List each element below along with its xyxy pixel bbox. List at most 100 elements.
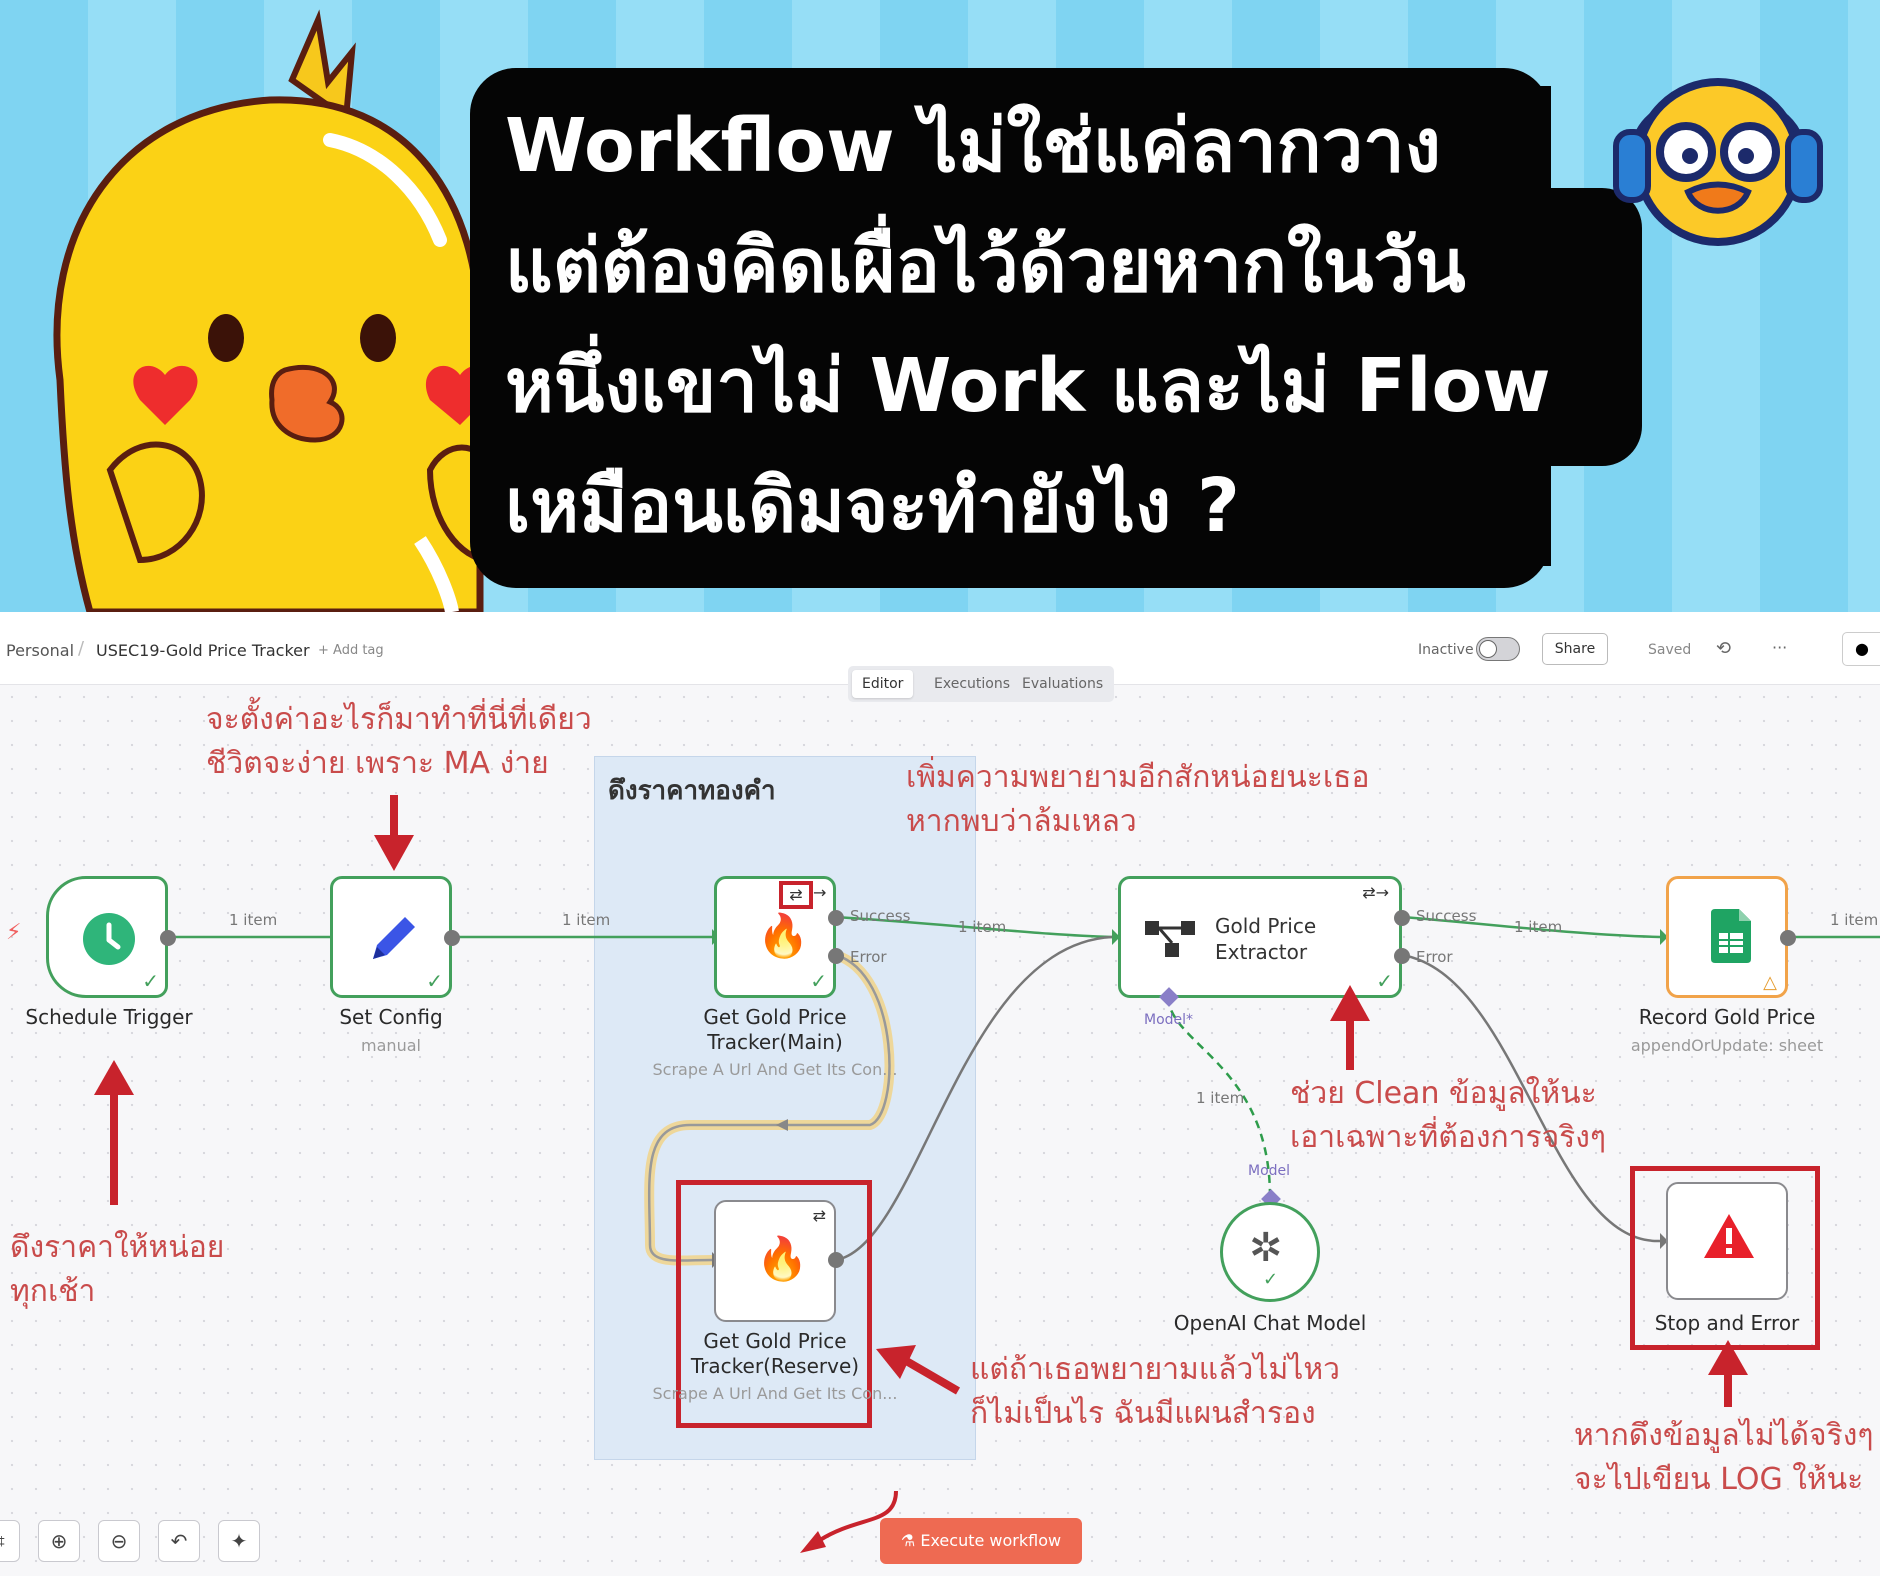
pencil-icon [373, 917, 415, 959]
annotation-line: ทุกเช้า [10, 1274, 96, 1309]
warning-icon: △ [1763, 972, 1777, 993]
connection-extractor-stop [1401, 953, 1661, 1243]
breadcrumb-separator: / [78, 638, 85, 659]
tidy-up-button[interactable]: ✦ [218, 1520, 260, 1562]
node-openai-chat-model[interactable]: ✲ ✓ [1220, 1202, 1320, 1302]
node-label: Stop and Error [1654, 1311, 1800, 1335]
execute-workflow-label: Execute workflow [920, 1531, 1062, 1550]
tab-executions[interactable]: Executions [934, 676, 1010, 692]
output-handle-success[interactable] [828, 910, 844, 926]
add-tag-button[interactable]: + Add tag [318, 643, 384, 658]
node-label: Tracker(Reserve) [690, 1354, 860, 1378]
node-label: Set Config [339, 1005, 443, 1029]
node-title: Gold Price Extractor [1215, 913, 1316, 965]
connection-model [1166, 996, 1272, 1198]
node-label: OpenAI Chat Model [1173, 1311, 1367, 1335]
edge-label-success: Success [1416, 907, 1477, 925]
node-subtitle: Scrape A Url And Get Its Con... [652, 1060, 898, 1079]
tab-editor[interactable]: Editor [852, 670, 914, 698]
annotation-line: ช่วย Clean ข้อมูลให้นะ [1290, 1076, 1597, 1111]
banner: Workflow ไม่ใช่แค่ลากวาง แต่ต้องคิดเผื่อ… [0, 0, 1880, 612]
edge-label-error: Error [850, 948, 887, 966]
active-toggle[interactable] [1476, 637, 1520, 661]
edge-label-items: 1 item [229, 911, 278, 929]
annotation-line: แต่ถ้าเธอพยายามแล้วไม่ไหว [970, 1352, 1340, 1387]
edge-label-items: 1 item [1196, 1089, 1245, 1107]
fit-view-button[interactable]: ⌗ [0, 1520, 20, 1562]
firecrawl-icon: 🔥 [756, 1234, 809, 1283]
retry-icon: ⇄ [779, 881, 813, 909]
connection-extractor-record [1401, 915, 1661, 939]
node-subtitle: manual [361, 1036, 421, 1055]
node-stop-and-error[interactable] [1666, 1182, 1788, 1300]
annotation-line: จะตั้งค่าอะไรก็มาทำที่นี่ที่เดียว [206, 702, 592, 737]
execute-workflow-button[interactable]: ⚗ Execute workflow [880, 1518, 1082, 1564]
output-handle[interactable] [828, 1252, 844, 1268]
share-button[interactable]: Share [1542, 633, 1608, 665]
retry-arrow-icon: → [813, 883, 827, 902]
undo-button[interactable]: ↶ [158, 1520, 200, 1562]
node-record-gold-price[interactable]: △ [1666, 876, 1788, 998]
node-label: Record Gold Price [1638, 1005, 1816, 1029]
annotation-clean: ช่วย Clean ข้อมูลให้นะ เอาเฉพาะที่ต้องกา… [1290, 1072, 1606, 1160]
banner-line: แต่ต้องคิดเผื่อไว้ด้วยหากในวัน [505, 223, 1466, 309]
zoom-in-button[interactable]: ⊕ [38, 1520, 80, 1562]
workflow-name[interactable]: USEC19-Gold Price Tracker [96, 641, 310, 660]
node-get-gold-price-main[interactable]: 🔥 ⇄ → ✓ [714, 876, 836, 998]
group-title: ดึงราคาทองคำ [608, 776, 776, 806]
connection-main-error-reserve [647, 953, 891, 1262]
annotation-line: ดึงราคาให้หน่อย [10, 1230, 225, 1265]
node-get-gold-price-reserve[interactable]: 🔥 ⇄ [714, 1200, 836, 1322]
success-check-icon: ✓ [1263, 1269, 1279, 1290]
annotation-retry: เพิ่มความพยายามอีกสักหน่อยนะเธอ หากพบว่า… [906, 756, 1369, 844]
retry-icon: ⇄ [812, 1206, 826, 1225]
zoom-out-button[interactable]: ⊖ [98, 1520, 140, 1562]
connection-main-extractor [835, 915, 1113, 939]
output-handle-error[interactable] [828, 948, 844, 964]
output-handle-error[interactable] [1394, 948, 1410, 964]
node-subtitle: Scrape A Url And Get Its Con... [652, 1384, 898, 1403]
output-handle[interactable] [444, 930, 460, 946]
firecrawl-icon: 🔥 [757, 911, 810, 960]
node-title-line: Gold Price [1215, 914, 1317, 938]
view-tabs: Editor Executions Evaluations [848, 666, 1114, 702]
edge-label-items: 1 item [562, 911, 611, 929]
model-port-label: Model [1248, 1163, 1291, 1179]
github-icon[interactable]: ● [1842, 632, 1880, 666]
node-label: Get Gold Price [703, 1329, 847, 1353]
edge-label-error: Error [1416, 948, 1453, 966]
openai-icon: ✲ [1249, 1225, 1283, 1271]
annotation-line: จะไปเขียน LOG ให้นะ [1574, 1462, 1864, 1497]
edge-label-items: 1 item [1514, 918, 1563, 936]
edge-label-items: 1 item [958, 918, 1007, 936]
duck-mascot [53, 9, 493, 612]
node-schedule-trigger[interactable]: ✓ [46, 876, 168, 998]
saved-status: Saved [1648, 642, 1692, 658]
breadcrumb-project[interactable]: Personal [6, 641, 75, 660]
node-subtitle: appendOrUpdate: sheet [1630, 1036, 1824, 1055]
highlight-box-reserve [676, 1180, 872, 1428]
annotation-log: หากดึงข้อมูลไม่ได้จริงๆ จะไปเขียน LOG ให… [1574, 1414, 1874, 1502]
output-handle[interactable] [1780, 930, 1796, 946]
annotation-line: หากดึงข้อมูลไม่ได้จริงๆ [1574, 1418, 1874, 1453]
annotation-line: ก็ไม่เป็นไร ฉันมีแผนสำรอง [970, 1396, 1316, 1431]
banner-line: Workflow ไม่ใช่แค่ลากวาง [505, 103, 1441, 189]
information-extractor-icon [1145, 921, 1195, 957]
tab-evaluations[interactable]: Evaluations [1022, 676, 1104, 692]
node-gold-price-extractor[interactable]: Gold Price Extractor ⇄→ ✓ [1118, 876, 1402, 998]
connections-layer [168, 915, 1880, 1553]
edge-label-items: 1 item [1830, 911, 1879, 929]
success-check-icon: ✓ [810, 969, 827, 993]
output-handle-success[interactable] [1394, 910, 1410, 926]
group-sticky-note[interactable] [594, 756, 976, 1460]
output-handle[interactable] [160, 930, 176, 946]
duck-headphones-logo [1613, 78, 1823, 246]
history-icon[interactable]: ⟲ [1716, 638, 1732, 659]
banner-line: เหมือนเดิมจะทำยังไง ? [505, 463, 1240, 549]
edge-label-success: Success [850, 907, 911, 925]
more-options-button[interactable]: ··· [1772, 638, 1788, 657]
node-label: Schedule Trigger [25, 1005, 193, 1029]
annotation-line: หากพบว่าล้มเหลว [906, 804, 1137, 839]
node-set-config[interactable]: ✓ [330, 876, 452, 998]
annotation-reserve: แต่ถ้าเธอพยายามแล้วไม่ไหว ก็ไม่เป็นไร ฉั… [970, 1348, 1340, 1436]
